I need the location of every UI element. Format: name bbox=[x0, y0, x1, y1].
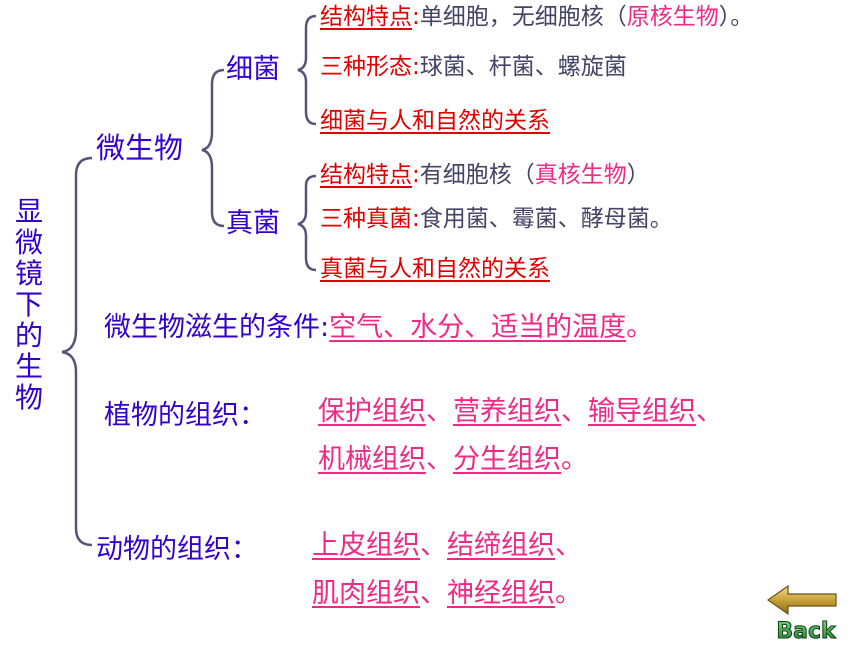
bacteria-heading: 细菌 bbox=[226, 54, 280, 85]
fungi-relation-link[interactable]: 真菌与人和自然的关系 bbox=[320, 256, 550, 282]
animal-tissue-item[interactable]: 神经组织 bbox=[447, 578, 555, 609]
bacteria-structure-link[interactable]: 结构特点 bbox=[320, 4, 412, 30]
conditions-label: 微生物滋生的条件: bbox=[104, 312, 330, 343]
fungi-types: 三种真菌:食用菌、霉菌、酵母菌。 bbox=[320, 206, 673, 232]
plant-tissues-line-1: 保护组织、营养组织、输导组织、 bbox=[318, 396, 723, 427]
root-title: 显微镜下的生物 bbox=[14, 195, 43, 414]
plant-tissue-item[interactable]: 输导组织 bbox=[588, 396, 696, 427]
plant-tissue-item[interactable]: 机械组织 bbox=[318, 444, 426, 475]
fungi-structure-link[interactable]: 结构特点 bbox=[320, 162, 412, 188]
animal-tissues-line-1: 上皮组织、结缔组织、 bbox=[312, 530, 582, 561]
fungi-heading: 真菌 bbox=[226, 208, 280, 239]
bacteria-structure: 结构特点:单细胞，无细胞核（原核生物）。 bbox=[320, 4, 754, 30]
plant-tissues-label: 植物的组织： bbox=[104, 400, 266, 431]
bacteria-forms: 三种形态:球菌、杆菌、螺旋菌 bbox=[320, 54, 627, 80]
animal-tissue-item[interactable]: 肌肉组织 bbox=[312, 578, 420, 609]
animal-tissues-label: 动物的组织： bbox=[96, 534, 258, 565]
animal-tissue-item[interactable]: 结缔组织 bbox=[447, 530, 555, 561]
bacteria-relation-link[interactable]: 细菌与人和自然的关系 bbox=[320, 108, 550, 134]
fungi-structure: 结构特点:有细胞核（真核生物） bbox=[320, 162, 650, 188]
plant-tissues-line-2: 机械组织、分生组织。 bbox=[318, 444, 588, 475]
animal-tissues-line-2: 肌肉组织、神经组织。 bbox=[312, 578, 582, 609]
plant-tissue-item[interactable]: 营养组织 bbox=[453, 396, 561, 427]
back-label: Back bbox=[776, 619, 837, 642]
back-arrow-icon: Back bbox=[766, 584, 838, 645]
plant-tissue-item[interactable]: 保护组织 bbox=[318, 396, 426, 427]
conditions-line: 微生物滋生的条件:空气、水分、适当的温度。 bbox=[104, 312, 654, 343]
conditions-value-link[interactable]: 空气、水分、适当的温度 bbox=[329, 312, 627, 343]
plant-tissue-item[interactable]: 分生组织 bbox=[453, 444, 561, 475]
microbes-heading: 微生物 bbox=[96, 131, 184, 165]
back-button[interactable]: Back bbox=[762, 582, 850, 645]
animal-tissue-item[interactable]: 上皮组织 bbox=[312, 530, 420, 561]
